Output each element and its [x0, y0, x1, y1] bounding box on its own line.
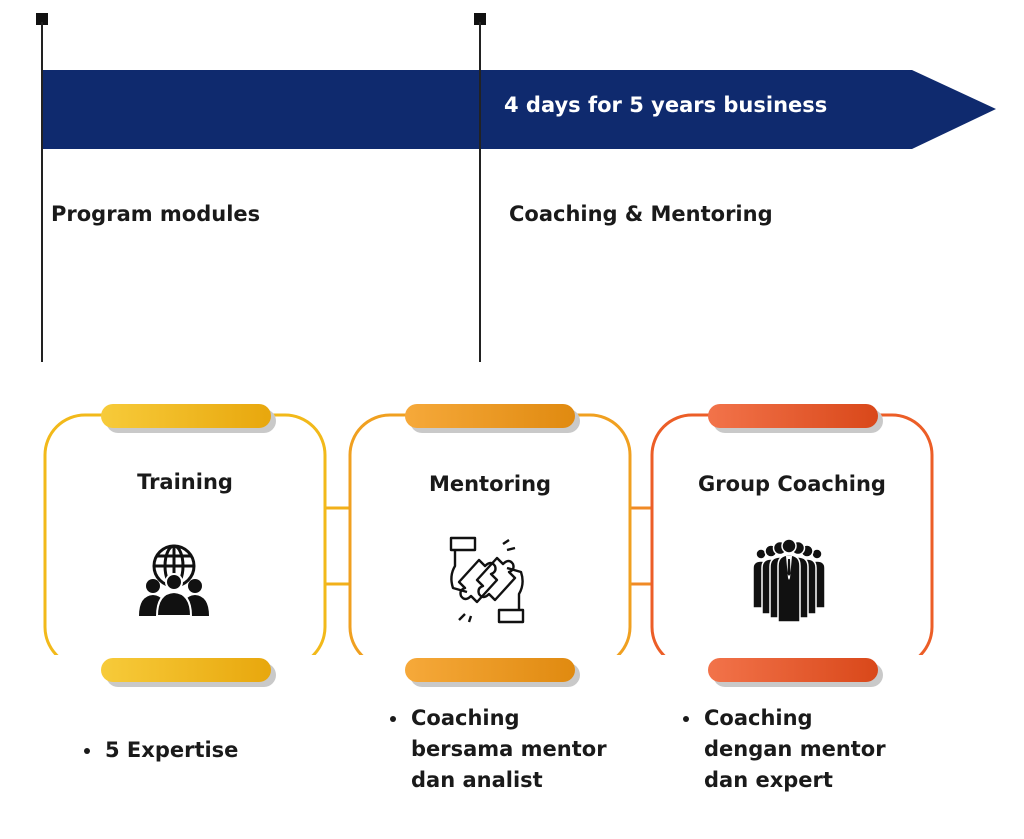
timeline-marker-2 — [474, 13, 486, 25]
timeline-line-1 — [41, 22, 43, 362]
bullet-item: Coaching bersama mentor dan analist — [409, 703, 609, 796]
phase-label-coaching-mentoring: Coaching & Mentoring — [509, 202, 773, 226]
puzzle-hands-icon — [449, 536, 525, 624]
bullets-training: 5 Expertise — [77, 735, 343, 766]
bullet-item: Coaching dengan mentor dan expert — [702, 703, 902, 796]
phase-label-program-modules: Program modules — [51, 202, 261, 226]
banner-label: 4 days for 5 years business — [504, 93, 828, 117]
global-team-icon — [139, 544, 209, 617]
card-title-training: Training — [137, 470, 233, 494]
timeline-banner-arrow — [43, 70, 996, 149]
bullets-group-coaching: Coaching dengan mentor dan expert — [676, 703, 902, 796]
card-title-mentoring: Mentoring — [428, 472, 552, 496]
timeline-marker-1 — [36, 13, 48, 25]
timeline-line-2 — [479, 22, 481, 362]
card-title-group-coaching: Group Coaching — [698, 472, 886, 496]
bullets-mentoring: Coaching bersama mentor dan analist — [383, 703, 609, 796]
business-group-icon — [752, 538, 826, 622]
card-pills — [101, 404, 883, 687]
bullet-item: 5 Expertise — [103, 735, 343, 766]
